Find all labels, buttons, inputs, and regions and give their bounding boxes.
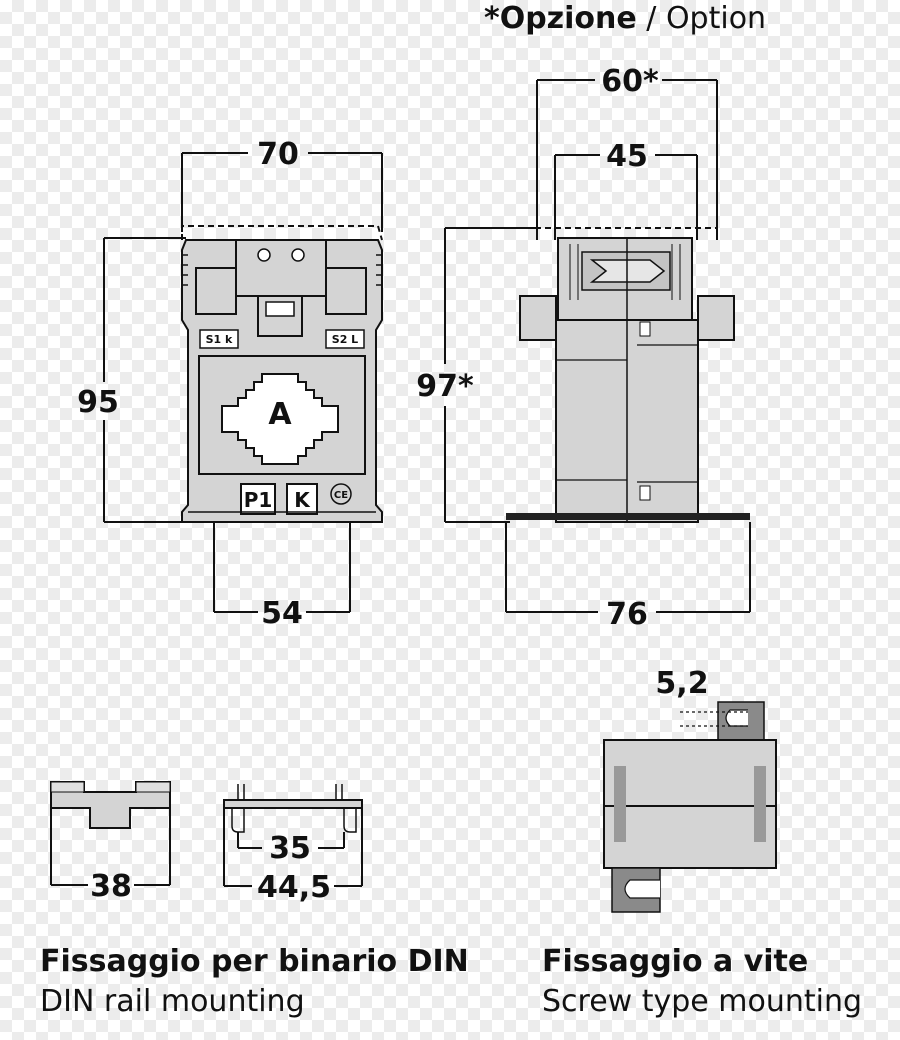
- dim-97-label: 97*: [416, 369, 474, 404]
- side-latch-top: [639, 321, 651, 337]
- side-top-dashed: [536, 227, 718, 240]
- din-clip-cap-right: [135, 781, 171, 793]
- din-rail-profile: [223, 799, 363, 809]
- option-star: *: [484, 1, 500, 36]
- option-label-en: Option: [665, 1, 767, 36]
- din-caption: Fissaggio per binario DIN DIN rail mount…: [40, 942, 469, 1022]
- screw-caption: Fissaggio a vite Screw type mounting: [542, 942, 862, 1022]
- screw-left-icon: [257, 248, 271, 262]
- terminal-s2-label: S2 L: [332, 333, 358, 346]
- screw-body: [603, 739, 777, 869]
- screw-body-strip-right: [754, 766, 766, 842]
- side-ear-right: [697, 295, 735, 341]
- dim-76-label: 76: [606, 597, 648, 632]
- din-rail-hooks: [237, 784, 343, 800]
- screw-body-strip-left: [614, 766, 626, 842]
- mark-k-box: [286, 483, 318, 515]
- din-rail-foot-right: [343, 808, 357, 833]
- front-left-pocket: [195, 267, 237, 315]
- mark-p1-box: [240, 483, 276, 515]
- din-caption-en: DIN rail mounting: [40, 984, 305, 1019]
- din-rail-foot-left: [231, 808, 245, 833]
- front-side-ribs: [182, 254, 382, 286]
- din-clip-cap-left: [50, 781, 85, 793]
- screw-caption-it: Fissaggio a vite: [542, 944, 809, 979]
- side-cap-ribs: [569, 244, 681, 300]
- din-detail: 38 35 44,5: [50, 781, 363, 905]
- ce-mark-label: CE: [334, 490, 348, 501]
- side-latch-bottom: [639, 485, 651, 501]
- dim-35-label: 35: [269, 831, 311, 866]
- terminal-s1-box: [199, 329, 239, 349]
- dim-70-label: 70: [257, 137, 299, 172]
- din-rail-bar: [506, 513, 750, 520]
- screw-right-icon: [291, 248, 305, 262]
- front-right-pocket: [325, 267, 367, 315]
- option-separator: /: [636, 1, 666, 36]
- dim-95-label: 95: [77, 385, 119, 420]
- arrow-direction-icon: [589, 259, 666, 283]
- dim-38-label: 38: [90, 869, 132, 904]
- ce-mark-icon: [330, 483, 352, 505]
- din-caption-it: Fissaggio per binario DIN: [40, 944, 469, 979]
- mark-p1-label: P1: [244, 488, 273, 512]
- terminal-s2-box: [325, 329, 365, 349]
- screw-detail: 5,2: [603, 666, 777, 913]
- front-view: 70 95 S1 k S2 L A P1: [77, 137, 383, 631]
- side-view: 60* 45 97*: [416, 64, 751, 632]
- aperture-label: A: [268, 397, 292, 432]
- dim-45-label: 45: [606, 139, 648, 174]
- terminal-s1-label: S1 k: [206, 333, 233, 346]
- side-ear-left: [519, 295, 557, 341]
- dim-445-label: 44,5: [257, 870, 331, 905]
- option-label-it: Opzione: [499, 1, 637, 36]
- front-center-window: [265, 301, 295, 317]
- front-top-dashed: [181, 225, 383, 241]
- screw-caption-en: Screw type mounting: [542, 984, 863, 1019]
- dim-52-label: 5,2: [655, 666, 708, 701]
- primary-aperture: [221, 373, 339, 465]
- option-note: *Opzione / Option: [484, 0, 766, 38]
- dim-60-label: 60*: [601, 64, 659, 99]
- screw-slot-bottom-icon: [624, 879, 660, 899]
- front-top-block: [235, 239, 327, 297]
- mark-k-label: K: [294, 488, 311, 512]
- dim-54-label: 54: [261, 596, 303, 631]
